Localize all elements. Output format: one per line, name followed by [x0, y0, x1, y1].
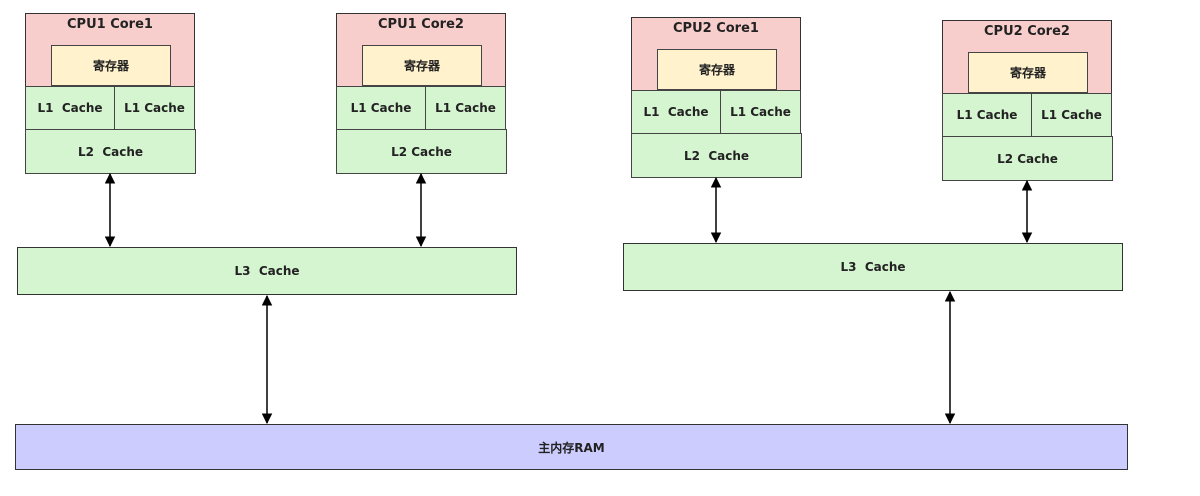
cpu2-core1-l1-cache-b: L1 Cache [720, 90, 801, 134]
cpu1-core1-l1-cache-b: L1 Cache [114, 86, 195, 130]
cpu2-core1-register: 寄存器 [657, 49, 777, 90]
cpu2-core2-l1-cache-a: L1 Cache [942, 93, 1032, 137]
cpu2-core2-l2-cache: L2 Cache [942, 136, 1113, 181]
cpu1-core2-register: 寄存器 [362, 45, 482, 86]
cpu2-core1-l1-cache-a: L1 Cache [631, 90, 721, 134]
cpu2-core1-title: CPU2 Core1 [673, 20, 759, 36]
cpu2-core2-title: CPU2 Core2 [984, 23, 1070, 39]
cpu1-core2: CPU1 Core2 寄存器 L1 Cache L1 Cache L2 Cach… [336, 13, 507, 174]
cpu1-core1-title: CPU1 Core1 [67, 16, 153, 32]
main-memory-ram: 主内存RAM [15, 424, 1128, 470]
cpu2-core2-l1-cache-b: L1 Cache [1031, 93, 1112, 137]
cpu2-core2: CPU2 Core2 寄存器 L1 Cache L1 Cache L2 Cach… [942, 20, 1113, 181]
cpu1-core2-l1-cache-b: L1 Cache [425, 86, 506, 130]
cpu1-core1-l2-cache: L2 Cache [25, 129, 196, 174]
cpu1-core2-l1-cache-a: L1 Cache [336, 86, 426, 130]
cpu1-l3-cache: L3 Cache [17, 247, 517, 295]
cpu1-core1: CPU1 Core1 寄存器 L1 Cache L1 Cache L2 Cach… [25, 13, 196, 174]
cpu2-core2-register: 寄存器 [968, 52, 1088, 93]
cpu1-core1-register: 寄存器 [51, 45, 171, 86]
cpu1-core2-title: CPU1 Core2 [378, 16, 464, 32]
cpu1-core1-l1-cache-a: L1 Cache [25, 86, 115, 130]
cpu1-core2-l2-cache: L2 Cache [336, 129, 507, 174]
cpu2-core1-l2-cache: L2 Cache [631, 133, 802, 178]
cpu2-core1: CPU2 Core1 寄存器 L1 Cache L1 Cache L2 Cach… [631, 17, 802, 178]
cpu2-l3-cache: L3 Cache [623, 243, 1123, 291]
